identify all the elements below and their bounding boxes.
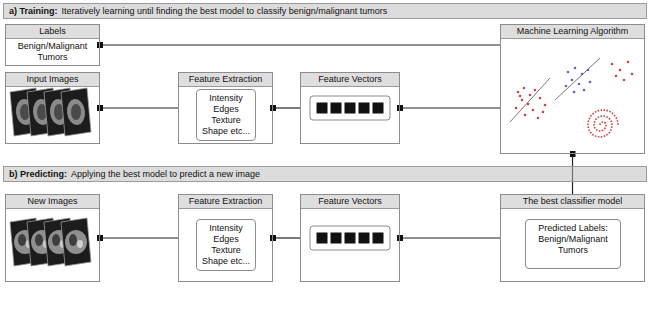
section-heading: a) Training: [9, 6, 58, 17]
process-box: Feature Vectors [300, 72, 400, 144]
flow-connector [400, 237, 500, 238]
mri-slice [61, 88, 91, 136]
vector-cell [345, 233, 356, 244]
decision-line [555, 58, 600, 100]
vector-frame [310, 226, 390, 250]
process-box: Feature Vectors [300, 194, 400, 282]
section-heading: b) Predicting: [9, 169, 67, 180]
box-heading: Feature Vectors [301, 73, 399, 87]
vector-cell [373, 233, 384, 244]
vector-cells [317, 233, 384, 244]
flow-connector [100, 44, 500, 45]
spiral-cluster [588, 110, 618, 137]
flow-connector [400, 107, 500, 108]
box-heading: Feature Extraction [179, 195, 272, 209]
feature-list-box: Intensity Edges Texture Shape etc... [196, 89, 256, 141]
cluster-points [612, 62, 632, 80]
cluster-points [566, 68, 590, 92]
section-text: Iteratively learning until finding the b… [62, 6, 388, 17]
vector-cell [331, 103, 342, 114]
box-heading: Machine Learning Algorithm [501, 25, 644, 39]
feature-list-text: Intensity Edges Texture Shape etc... [200, 93, 252, 137]
flow-connector [273, 237, 300, 238]
feature-list-text: Predicted Labels: Benign/Malignant Tumor… [529, 223, 617, 256]
box-heading: Feature Vectors [301, 195, 399, 209]
vector-cell [317, 103, 328, 114]
vector-cell [317, 233, 328, 244]
vector-cell [359, 103, 370, 114]
box-heading: Labels [6, 25, 99, 39]
process-box: Input Images [5, 72, 100, 144]
process-box: The best classifier modelPredicted Label… [500, 194, 645, 282]
box-heading: The best classifier model [501, 195, 644, 209]
feature-list-text: Intensity Edges Texture Shape etc... [200, 223, 252, 267]
vector-cell [373, 103, 384, 114]
process-box: Feature ExtractionIntensity Edges Textur… [178, 72, 273, 144]
box-text: Benign/Malignant Tumors [6, 39, 99, 65]
vector-cell [345, 103, 356, 114]
process-box: Feature ExtractionIntensity Edges Textur… [178, 194, 273, 282]
flow-connector [100, 237, 178, 238]
vector-frame [310, 96, 390, 120]
section-text: Applying the best model to predict a new… [71, 169, 260, 180]
mri-slice [61, 218, 91, 266]
box-heading: New Images [6, 195, 99, 209]
cluster-points [516, 88, 545, 118]
section-band: a) Training: Iteratively learning until f… [3, 3, 647, 19]
vector-cells [317, 103, 384, 114]
decision-line [510, 78, 550, 122]
flow-connector [100, 107, 178, 108]
vector-cell [331, 233, 342, 244]
section-band: b) Predicting: Applying the best model to… [3, 166, 647, 182]
box-heading: Input Images [6, 73, 99, 87]
feature-list-box: Intensity Edges Texture Shape etc... [196, 219, 256, 271]
process-box: Machine Learning Algorithm [500, 24, 645, 154]
connector-group [100, 45, 573, 238]
process-box: New Images [5, 194, 100, 282]
process-box: LabelsBenign/Malignant Tumors [5, 24, 100, 66]
box-heading: Feature Extraction [179, 73, 272, 87]
flow-connector [273, 107, 300, 108]
feature-list-box: Predicted Labels: Benign/Malignant Tumor… [525, 219, 621, 269]
vector-cell [359, 233, 370, 244]
